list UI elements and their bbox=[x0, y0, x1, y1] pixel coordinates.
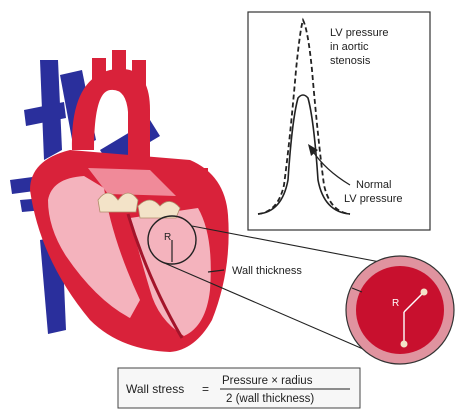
formula-equals: = bbox=[202, 382, 209, 396]
aortic-label-line3: stenosis bbox=[330, 55, 371, 67]
aortic-branch-1 bbox=[92, 58, 106, 86]
inset-radius-end bbox=[421, 289, 428, 296]
formula-denominator: 2 (wall thickness) bbox=[226, 393, 314, 405]
aortic-branch-3 bbox=[132, 60, 146, 86]
inset-myocardium bbox=[356, 266, 444, 354]
normal-label-line2: LV pressure bbox=[344, 193, 403, 205]
formula-numerator: Pressure × radius bbox=[222, 375, 313, 387]
aortic-label-line1: LV pressure bbox=[330, 27, 389, 39]
lv-cross-section-inset: R bbox=[346, 256, 454, 364]
inset-radius-symbol: R bbox=[392, 298, 399, 309]
normal-label-line1: Normal bbox=[356, 179, 391, 191]
inset-depth-end bbox=[401, 341, 408, 348]
lv-radius-symbol: R bbox=[164, 232, 171, 243]
pressure-graph: LV pressure in aortic stenosis Normal LV… bbox=[248, 12, 430, 230]
aortic-branch-2 bbox=[112, 50, 126, 80]
formula-left: Wall stress bbox=[126, 382, 184, 396]
aortic-label-line2: in aortic bbox=[330, 41, 369, 53]
wall-stress-formula: Wall stress = Pressure × radius 2 (wall … bbox=[118, 368, 360, 408]
wall-thickness-label: Wall thickness bbox=[232, 265, 302, 277]
